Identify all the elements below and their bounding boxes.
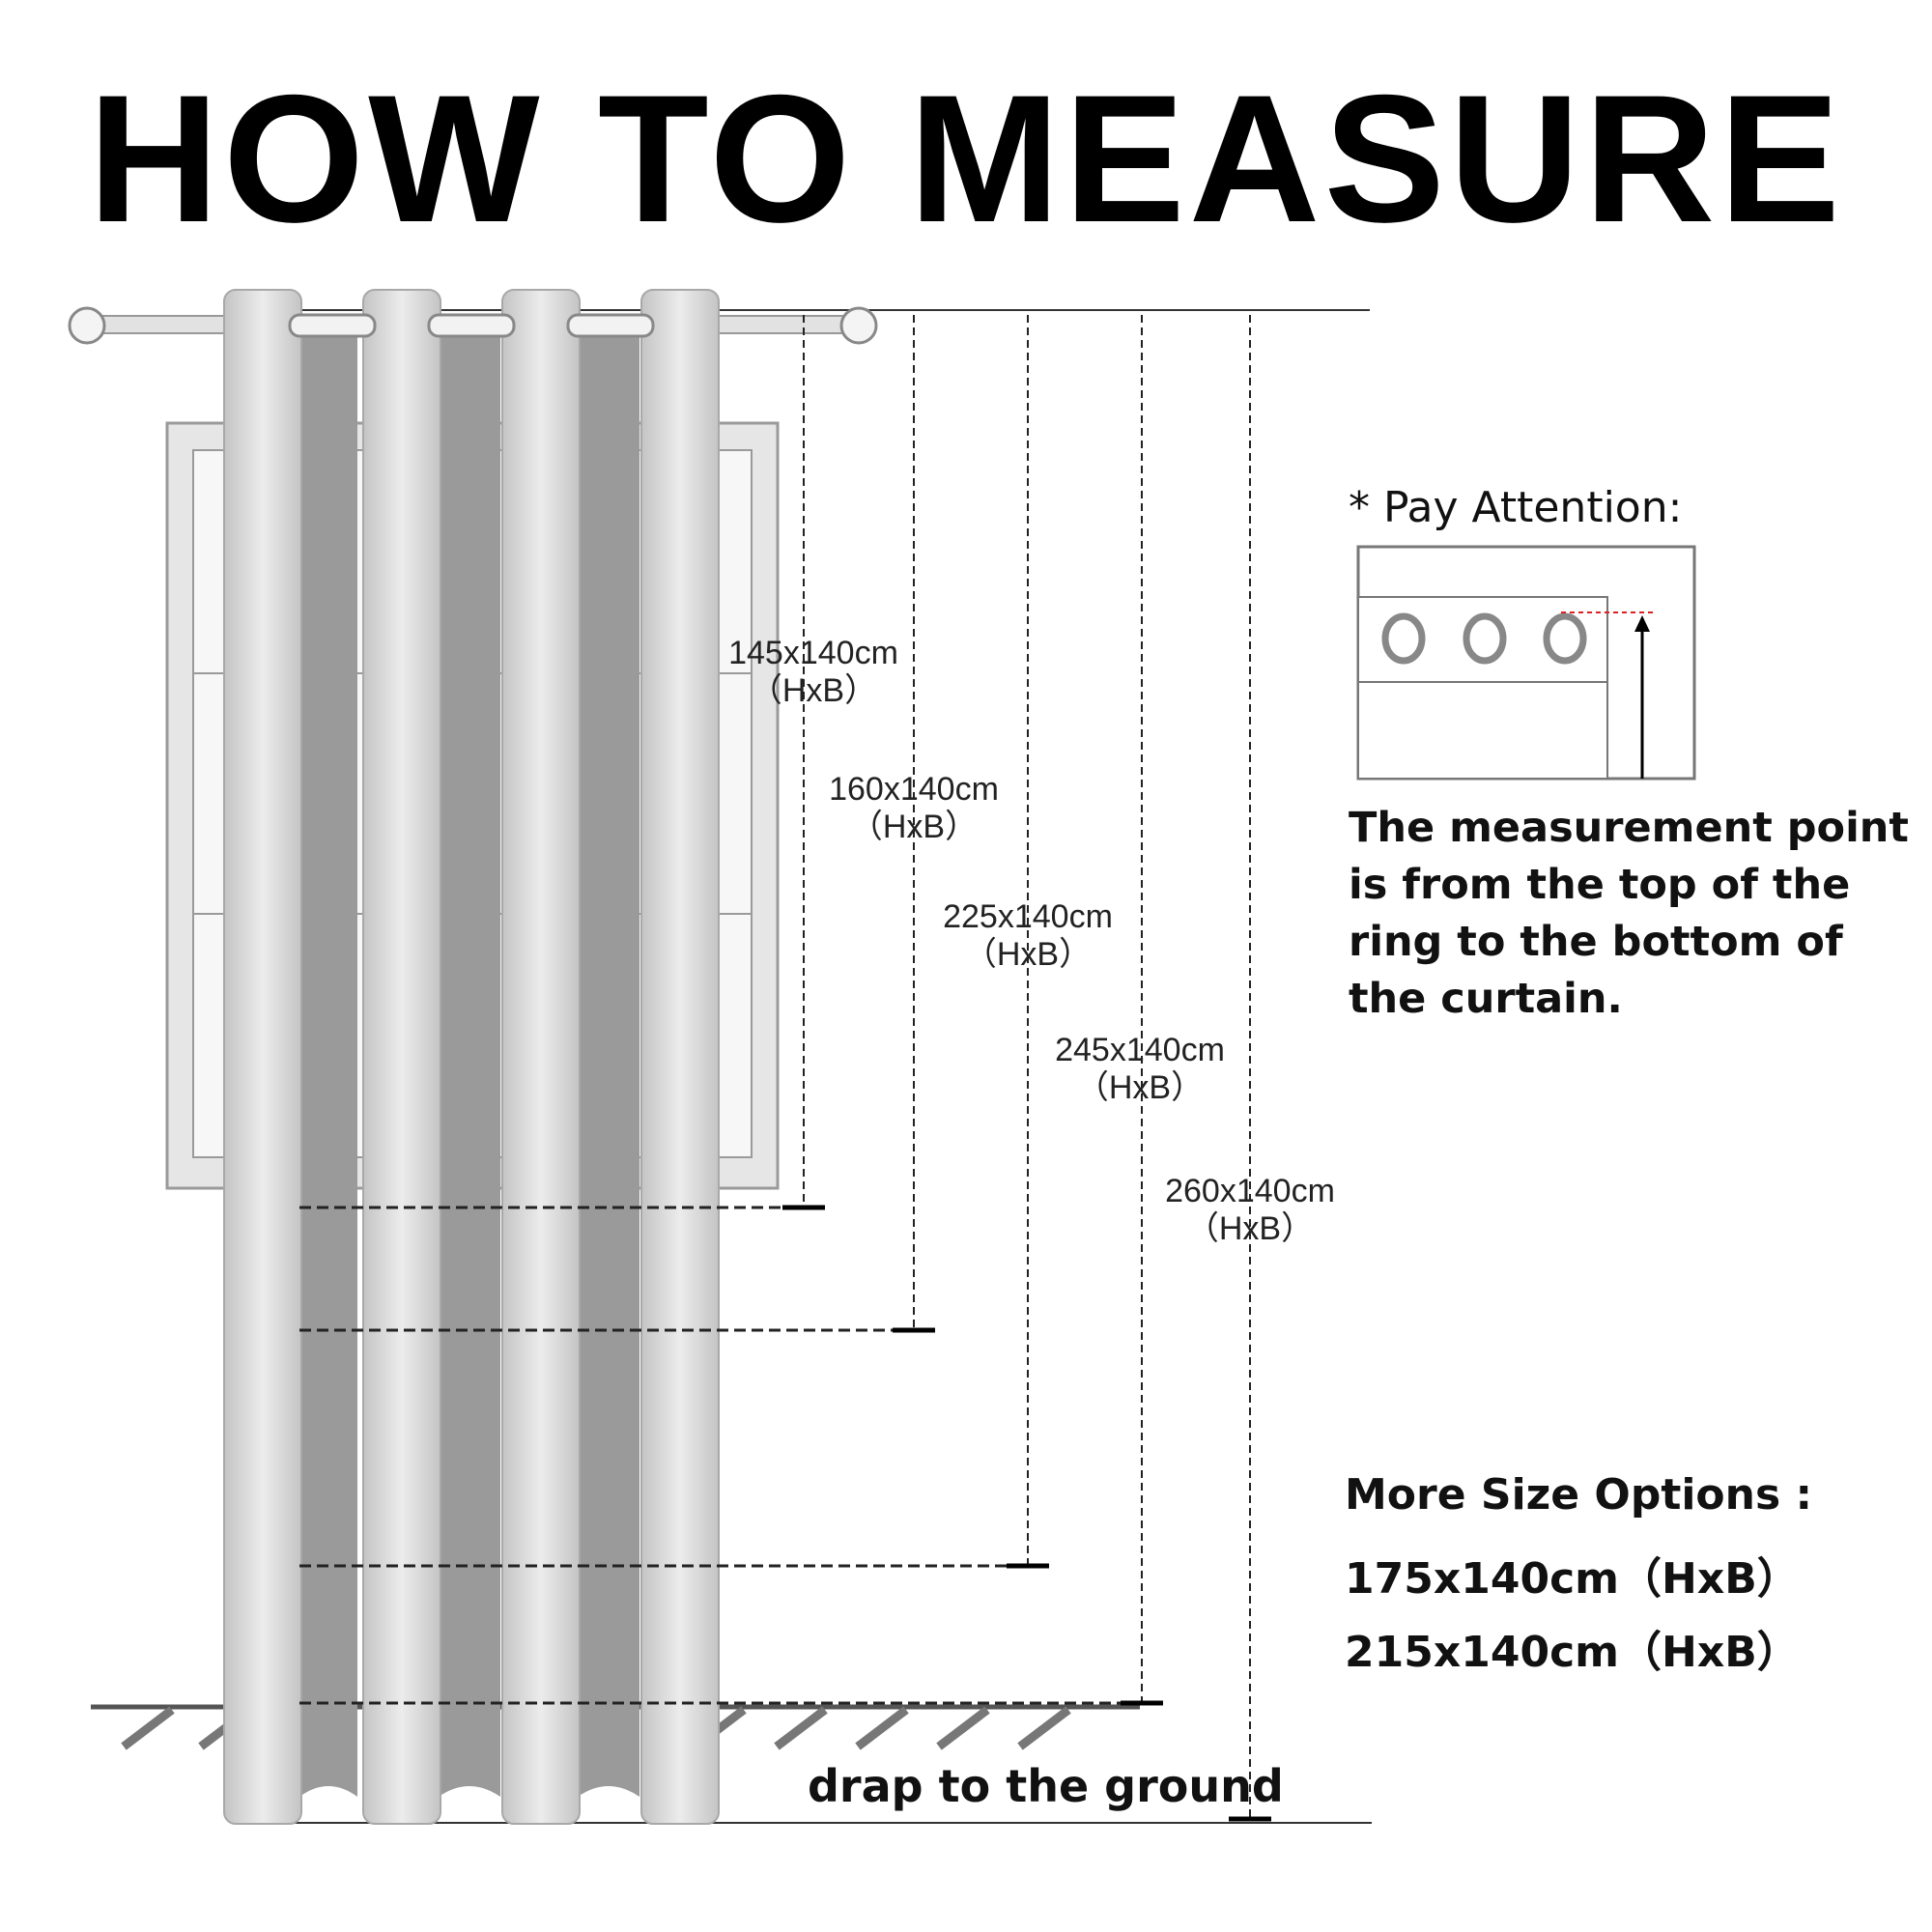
curtain-grommets [288,313,655,338]
size-unit-245: （HxB） [1076,1069,1204,1106]
size-label-145: 145x140cm [728,635,898,671]
measurement-note: The measurement point is from the top of… [1349,804,1909,1023]
size-labels: 145x140cm （HxB） 160x140cm （HxB） 225x140c… [728,635,1335,1247]
pay-attention-heading: * Pay Attention: [1349,483,1683,532]
size-unit-260: （HxB） [1186,1210,1314,1247]
size-unit-160: （HxB） [850,809,978,845]
size-unit-145: （HxB） [750,672,877,709]
ring-icon [1381,612,1587,665]
dimension-guides [299,315,1271,1822]
arrow-head-icon [1634,615,1650,632]
more-size-item: 175x140cm（HxB） [1345,1554,1800,1604]
size-label-260: 260x140cm [1165,1173,1335,1209]
size-label-225: 225x140cm [943,898,1113,935]
ground-label: drap to the ground [808,1760,1284,1812]
size-label-245: 245x140cm [1055,1032,1225,1068]
page-title: HOW TO MEASURE [88,57,1844,260]
curtain-pleats [223,289,720,1825]
more-size-item: 215x140cm（HxB） [1345,1628,1800,1677]
more-sizes-heading: More Size Options : [1345,1470,1813,1520]
size-label-160: 160x140cm [829,771,999,808]
ring-detail-box [1356,545,1696,781]
size-unit-225: （HxB） [964,936,1092,973]
curtain-panel [299,319,639,1806]
